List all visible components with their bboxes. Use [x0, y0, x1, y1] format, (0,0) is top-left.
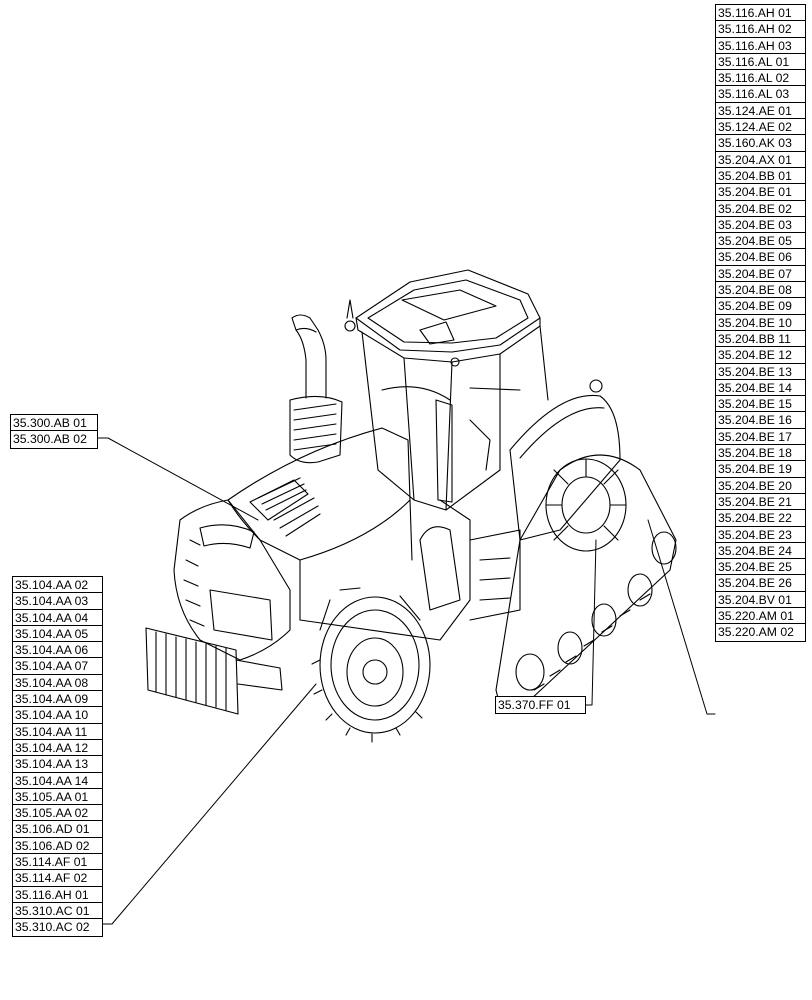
part-reference-link[interactable]: 35.204.BE 16 — [716, 412, 805, 429]
part-reference-link[interactable]: 35.116.AH 01 — [13, 887, 102, 903]
part-reference-link[interactable]: 35.204.BE 13 — [716, 364, 805, 380]
cab-roof — [355, 269, 541, 363]
leader-track — [583, 539, 597, 706]
cab-frame — [344, 299, 549, 511]
chassis — [299, 499, 521, 641]
leader-lines — [95, 437, 716, 925]
part-reference-link[interactable]: 35.204.BE 08 — [716, 282, 805, 299]
part-reference-link[interactable]: 35.104.AA 05 — [13, 626, 102, 643]
part-reference-link[interactable]: 35.124.AE 01 — [716, 103, 805, 120]
leader-hood — [95, 437, 259, 521]
part-reference-link[interactable]: 35.204.BE 20 — [716, 478, 805, 494]
part-reference-link[interactable]: 35.116.AL 03 — [716, 86, 805, 103]
rear-fender — [509, 379, 621, 541]
part-reference-link[interactable]: 35.204.BE 06 — [716, 249, 805, 266]
part-reference-link[interactable]: 35.104.AA 12 — [13, 740, 102, 757]
part-reference-link[interactable]: 35.116.AH 03 — [716, 38, 805, 54]
front-weights — [145, 627, 283, 715]
part-reference-link[interactable]: 35.204.BE 18 — [716, 445, 805, 462]
part-reference-link[interactable]: 35.116.AH 01 — [716, 5, 805, 22]
part-reference-link[interactable]: 35.204.BV 01 — [716, 592, 805, 608]
part-reference-link[interactable]: 35.300.AB 01 — [11, 415, 97, 432]
front-wheel — [311, 587, 431, 743]
part-reference-link[interactable]: 35.104.AA 04 — [13, 610, 102, 626]
part-reference-link[interactable]: 35.370.FF 01 — [498, 698, 571, 712]
part-reference-link[interactable]: 35.160.AK 03 — [716, 135, 805, 152]
engine-hood — [227, 427, 413, 621]
part-reference-link[interactable]: 35.204.BE 26 — [716, 575, 805, 592]
part-reference-link[interactable]: 35.204.BE 19 — [716, 461, 805, 478]
part-reference-link[interactable]: 35.104.AA 08 — [13, 675, 102, 692]
part-reference-link[interactable]: 35.300.AB 02 — [13, 432, 87, 447]
part-reference-link[interactable]: 35.310.AC 01 — [13, 903, 102, 920]
part-reference-link[interactable]: 35.204.BE 17 — [716, 429, 805, 446]
part-reference-link[interactable]: 35.105.AA 01 — [13, 789, 102, 806]
part-reference-link[interactable]: 35.204.AX 01 — [716, 152, 805, 168]
part-reference-link[interactable]: 35.204.BE 14 — [716, 380, 805, 397]
part-reference-link[interactable]: 35.204.BE 09 — [716, 298, 805, 315]
reference-list-track: 35.370.FF 01 — [495, 696, 586, 715]
part-reference-link[interactable]: 35.204.BE 24 — [716, 543, 805, 560]
part-reference-link[interactable]: 35.104.AA 02 — [13, 577, 102, 594]
part-reference-link[interactable]: 35.204.BE 22 — [716, 510, 805, 527]
part-reference-link[interactable]: 35.204.BE 01 — [716, 184, 805, 201]
part-reference-link[interactable]: 35.104.AA 10 — [13, 707, 102, 724]
front-grille — [173, 499, 291, 661]
part-reference-link[interactable]: 35.204.BB 01 — [716, 168, 805, 185]
leader-rear — [647, 519, 716, 715]
part-reference-link[interactable]: 35.105.AA 02 — [13, 805, 102, 822]
part-reference-link[interactable]: 35.114.AF 02 — [13, 870, 102, 887]
part-reference-link[interactable]: 35.116.AL 01 — [716, 54, 805, 71]
part-reference-link[interactable]: 35.104.AA 03 — [13, 593, 102, 610]
exhaust-stack — [289, 314, 343, 464]
part-reference-link[interactable]: 35.116.AH 02 — [716, 21, 805, 38]
part-reference-link[interactable]: 35.204.BE 03 — [716, 217, 805, 234]
part-reference-link[interactable]: 35.114.AF 01 — [13, 854, 102, 871]
part-reference-link[interactable]: 35.204.BE 12 — [716, 347, 805, 364]
part-reference-link[interactable]: 35.104.AA 09 — [13, 691, 102, 708]
part-reference-link[interactable]: 35.204.BE 25 — [716, 559, 805, 576]
part-reference-link[interactable]: 35.204.BE 10 — [716, 315, 805, 331]
part-reference-link[interactable]: 35.104.AA 13 — [13, 756, 102, 773]
part-reference-link[interactable]: 35.104.AA 14 — [13, 773, 102, 789]
rear-track — [495, 454, 677, 707]
part-reference-link[interactable]: 35.220.AM 02 — [718, 625, 794, 640]
part-reference-link[interactable]: 35.106.AD 02 — [13, 838, 102, 855]
part-reference-link[interactable]: 35.204.BE 02 — [716, 201, 805, 217]
part-reference-link[interactable]: 35.124.AE 02 — [716, 119, 805, 136]
part-reference-link[interactable]: 35.116.AL 02 — [716, 70, 805, 87]
part-reference-link[interactable]: 35.204.BE 21 — [716, 494, 805, 511]
part-reference-link[interactable]: 35.204.BE 15 — [716, 396, 805, 413]
part-reference-link[interactable]: 35.104.AA 07 — [13, 658, 102, 675]
part-reference-link[interactable]: 35.204.BE 05 — [716, 233, 805, 250]
part-reference-link[interactable]: 35.204.BE 23 — [716, 527, 805, 543]
part-reference-link[interactable]: 35.104.AA 11 — [13, 724, 102, 740]
part-reference-link[interactable]: 35.204.BE 07 — [716, 266, 805, 283]
part-reference-link[interactable]: 35.310.AC 02 — [15, 920, 90, 935]
part-reference-link[interactable]: 35.220.AM 01 — [716, 608, 805, 625]
part-reference-link[interactable]: 35.106.AD 01 — [13, 821, 102, 838]
part-reference-link[interactable]: 35.104.AA 06 — [13, 642, 102, 659]
part-reference-link[interactable]: 35.204.BB 11 — [716, 331, 805, 348]
leader-wheel — [100, 683, 317, 925]
